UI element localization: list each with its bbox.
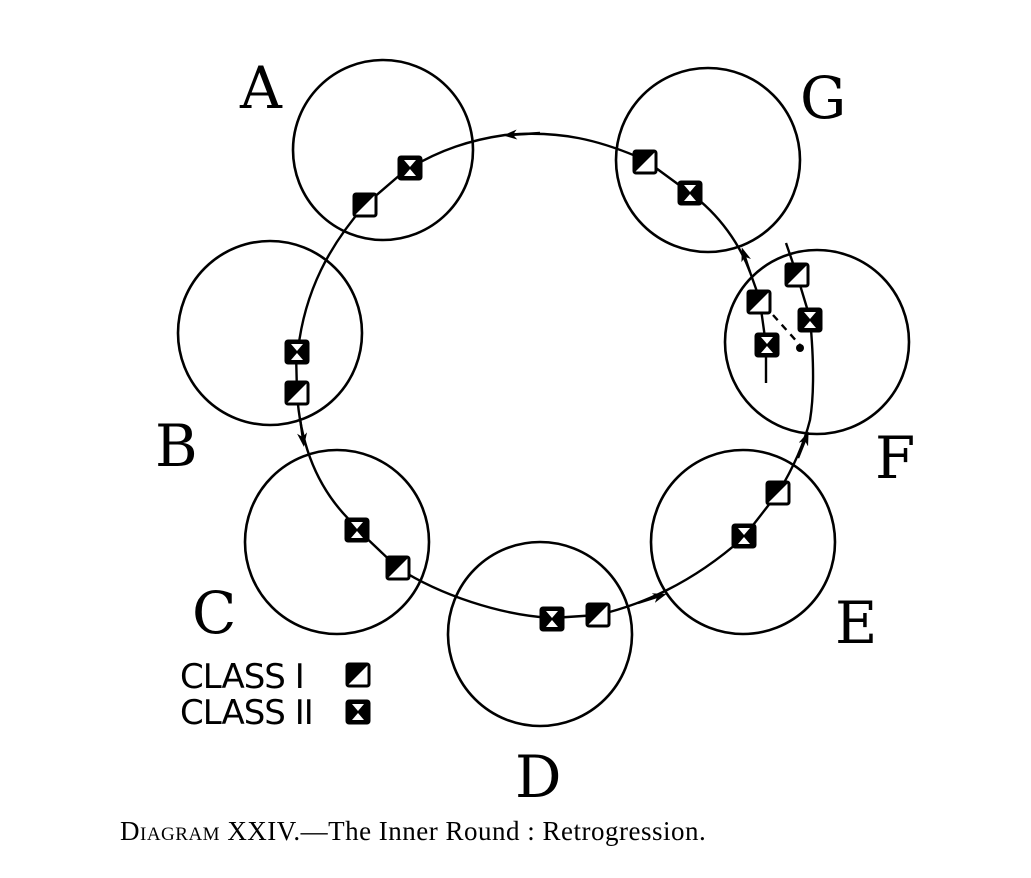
arrow-d-e bbox=[637, 593, 667, 605]
marker-g-class1 bbox=[632, 149, 658, 175]
caption-dash: — bbox=[300, 816, 329, 846]
marker-f-class1-b bbox=[746, 289, 772, 315]
marker-d-class1 bbox=[585, 602, 611, 628]
legend: CLASS I CLASS II bbox=[180, 657, 371, 733]
circle-c bbox=[243, 448, 431, 636]
marker-f-class1-a bbox=[784, 262, 810, 288]
arrow-e-f bbox=[796, 431, 809, 459]
legend-class2-icon bbox=[345, 699, 371, 725]
marker-c-class2 bbox=[344, 517, 370, 543]
marker-b-class1 bbox=[284, 380, 310, 406]
circle-a bbox=[291, 58, 475, 242]
legend-class2-label: CLASS II bbox=[180, 693, 313, 733]
label-b: B bbox=[155, 412, 198, 480]
marker-c-class1 bbox=[385, 555, 411, 581]
arrow-f-g bbox=[741, 247, 752, 273]
marker-d-class2 bbox=[539, 606, 565, 632]
marker-a-class1 bbox=[352, 192, 378, 218]
caption-prefix: Diagram bbox=[120, 816, 221, 846]
caption-text: The Inner Round : Retrogression. bbox=[328, 816, 707, 846]
marker-e-class2 bbox=[731, 523, 757, 549]
path-f-dashed bbox=[772, 314, 801, 346]
marker-f-class2-b bbox=[754, 332, 780, 358]
circle-b bbox=[176, 239, 364, 427]
caption: Diagram XXIV.—The Inner Round : Retrogre… bbox=[120, 816, 960, 847]
label-d: D bbox=[515, 743, 562, 811]
marker-e-class1 bbox=[765, 480, 791, 506]
marker-b-class2 bbox=[284, 339, 310, 365]
path-g-to-a bbox=[409, 132, 646, 170]
label-e: E bbox=[835, 589, 877, 657]
marker-g-class2 bbox=[677, 180, 703, 206]
arrow-b-c bbox=[297, 417, 308, 447]
arrow-top bbox=[503, 129, 541, 140]
f-dot bbox=[796, 344, 804, 352]
label-f: F bbox=[875, 424, 915, 492]
label-g: G bbox=[800, 64, 846, 132]
label-c: C bbox=[192, 579, 236, 647]
legend-class1-icon bbox=[345, 662, 371, 688]
path-d-to-e bbox=[597, 537, 744, 617]
legend-class1-label: CLASS I bbox=[180, 657, 304, 697]
circle-g bbox=[614, 66, 802, 254]
marker-f-class2-a bbox=[797, 307, 823, 333]
path-e-to-f bbox=[742, 317, 815, 539]
circle-e bbox=[649, 448, 837, 636]
circle-f bbox=[723, 248, 911, 436]
caption-number: XXIV. bbox=[227, 816, 301, 846]
path-f-to-g bbox=[644, 159, 762, 301]
circle-d bbox=[446, 540, 634, 728]
marker-a-class2 bbox=[397, 155, 423, 181]
label-a: A bbox=[239, 54, 283, 122]
